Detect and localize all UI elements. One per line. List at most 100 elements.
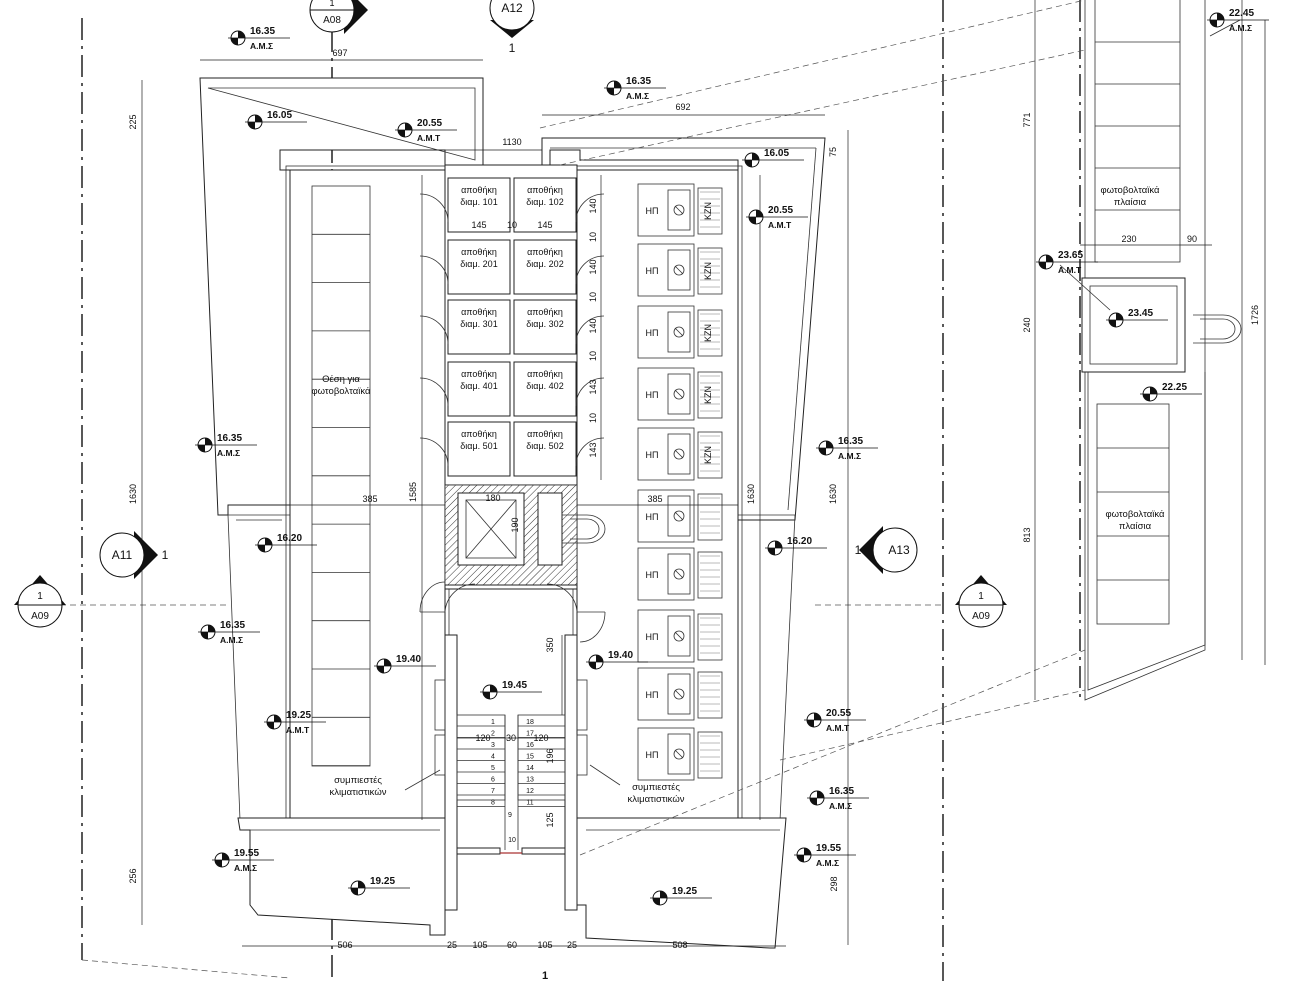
door-swing [419,193,449,223]
level-value: 16.35 [217,433,242,444]
level-marker: 16.35Α.Μ.Σ [807,786,869,811]
ac-label-right-2: κλιματιστικών [628,794,685,805]
dimension-value: 692 [675,102,690,112]
dimension-value: 10 [588,413,598,423]
storage-room-label: αποθήκη [527,307,563,317]
dimension-value: 256 [128,868,138,883]
level-marker: 16.05 [245,110,307,130]
dimension-value: 190 [510,517,520,532]
storage-room-label: αποθήκη [461,429,497,439]
dimension-value: 60 [507,940,517,950]
stair-step-number: 12 [526,788,534,795]
pv-area-label-1: Θέση για [322,374,360,385]
stair-step-number: 1 [491,719,495,726]
dimension-value: 10 [588,292,598,302]
heater-label: ΗΠ [646,390,659,400]
level-tag: Α.Μ.Τ [1058,265,1082,275]
section-sheet-ref: A09 [972,611,990,622]
dimension-value: 240 [1022,317,1032,332]
level-marker: 20.55Α.Μ.Τ [804,708,866,733]
level-marker: 19.25 [650,886,712,906]
stair-step-number: 3 [491,742,495,749]
level-value: 23.65 [1058,250,1083,261]
level-marker: 19.55Α.Μ.Σ [212,848,274,873]
ac-compressors: συμπιεστές κλιματιστικών συμπιεστές κλιμ… [330,679,685,805]
stair-step-number: 4 [491,754,495,761]
dimension-lines [141,0,1243,947]
stair-step-number: 11 [526,800,533,807]
dimension-value: 75 [828,147,838,157]
storage-room-number: διαμ. 301 [460,319,497,329]
dimension-value: 385 [647,494,662,504]
dimension-value: 10 [507,220,517,230]
level-markers: 16.35Α.Μ.Σ16.0520.55Α.Μ.Τ16.35Α.Μ.Σ16.05… [195,8,1269,906]
solar-heater: ΗΠ [637,489,723,543]
level-value: 16.35 [220,620,245,631]
ac-label-left-2: κλιματιστικών [330,787,387,798]
level-value: 19.45 [502,680,527,691]
dimension-value: 140 [588,198,598,213]
pv-panel-top-label-2: πλαίσια [1114,197,1147,208]
tank-label: KZN [703,446,713,464]
section-number: 1 [329,0,334,8]
level-value: 22.45 [1229,8,1254,19]
level-value: 20.55 [826,708,851,719]
dimension-value: 230 [1121,234,1136,244]
dimension-value: 508 [672,940,687,950]
stair-step-number: 16 [526,742,534,749]
dimension-value: 25 [567,940,577,950]
dimension-value: 145 [537,220,552,230]
level-marker: 23.65Α.Μ.Τ [1036,250,1098,275]
door-swing [575,437,605,467]
storage-room-label: αποθήκη [461,185,497,195]
level-tag: Α.Μ.Σ [829,801,852,811]
level-value: 16.35 [250,26,275,37]
stair-step-number: 6 [491,777,495,784]
solar-heater: ΗΠ [637,547,723,601]
level-tag: Α.Μ.Σ [838,451,861,461]
dimension-value: 140 [588,318,598,333]
level-value: 19.40 [608,650,633,661]
door-swing [419,315,449,345]
storage-room: αποθήκη διαμ. 501 [419,421,511,477]
section-sheet-ref: A11 [112,548,133,562]
door-swing [419,437,449,467]
dimension-value: 90 [1187,234,1197,244]
dimension-value: 180 [485,493,500,503]
storage-room-label: αποθήκη [461,247,497,257]
dimension-value: 10 [588,351,598,361]
storage-room-label: αποθήκη [527,369,563,379]
heater-label: ΗΠ [646,328,659,338]
dimension-value: 145 [471,220,486,230]
storage-room-number: διαμ. 501 [460,441,497,451]
dimension-value: 506 [337,940,352,950]
dimension-value: 140 [588,259,598,274]
dimension-value: 30 [506,733,516,743]
level-value: 19.25 [286,710,311,721]
level-value: 19.55 [816,843,841,854]
dimension-value: 1585 [408,482,418,502]
storage-room-label: αποθήκη [527,185,563,195]
section-number: 1 [855,543,862,557]
level-marker: 23.45 [1106,308,1168,328]
section-number: 1 [37,591,43,602]
level-marker: 16.35Α.Μ.Σ [195,433,257,458]
dimension-value: 813 [1022,527,1032,542]
level-value: 19.25 [672,886,697,897]
level-value: 16.35 [829,786,854,797]
heater-label: ΗΠ [646,512,659,522]
level-marker: 20.55Α.Μ.Τ [746,205,808,230]
level-tag: Α.Μ.Τ [826,723,850,733]
level-marker: 19.40 [586,650,648,670]
